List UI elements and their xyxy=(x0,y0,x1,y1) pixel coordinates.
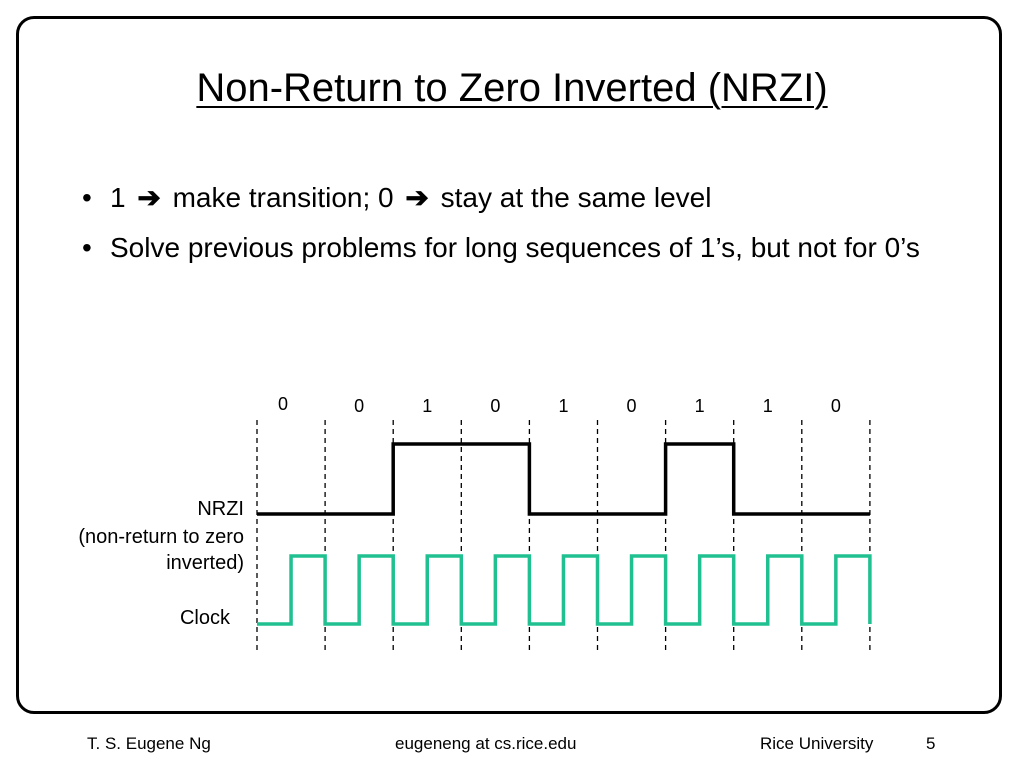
footer-institution: Rice University xyxy=(760,734,874,753)
bit-label: 0 xyxy=(278,394,288,414)
footer-page-number: 5 xyxy=(926,734,936,753)
right-arrow-icon: ➔ xyxy=(137,182,161,213)
slide-frame xyxy=(16,16,1002,714)
bit-label: 1 xyxy=(422,396,432,416)
bullet-list: • 1 ➔ make transition; 0 ➔ stay at the s… xyxy=(82,178,922,278)
clock-label: Clock xyxy=(179,607,230,629)
bullet-item: • Solve previous problems for long seque… xyxy=(82,228,922,268)
bit-label: 0 xyxy=(490,396,500,416)
bit-label: 0 xyxy=(627,396,637,416)
bit-label: 1 xyxy=(763,396,773,416)
bullet-dot-icon: • xyxy=(82,182,92,213)
nrzi-label: NRZI xyxy=(197,498,244,520)
bit-label: 0 xyxy=(354,396,364,416)
bit-label: 1 xyxy=(695,396,705,416)
footer-author: T. S. Eugene Ng xyxy=(87,734,211,753)
bit-label: 1 xyxy=(558,396,568,416)
nrzi-waveform xyxy=(257,442,870,516)
slide-title: Non-Return to Zero Inverted (NRZI) xyxy=(196,66,828,110)
nrzi-description-line-2: inverted) xyxy=(166,552,244,574)
clock-waveform xyxy=(257,554,872,626)
bullet-text-post: make transition; 0 xyxy=(172,182,394,213)
bullet-text-pre: 1 xyxy=(110,182,126,213)
bullet-dot-icon: • xyxy=(82,232,92,263)
nrzi-description-line-1: (non-return to zero xyxy=(78,526,244,548)
bullet-item: • 1 ➔ make transition; 0 ➔ stay at the s… xyxy=(82,178,922,218)
right-arrow-icon: ➔ xyxy=(405,182,429,213)
bullet-text: Solve previous problems for long sequenc… xyxy=(110,232,920,263)
bit-label: 0 xyxy=(831,396,841,416)
bullet-text-post2: stay at the same level xyxy=(440,182,712,213)
footer-email: eugeneng at cs.rice.edu xyxy=(395,734,577,753)
